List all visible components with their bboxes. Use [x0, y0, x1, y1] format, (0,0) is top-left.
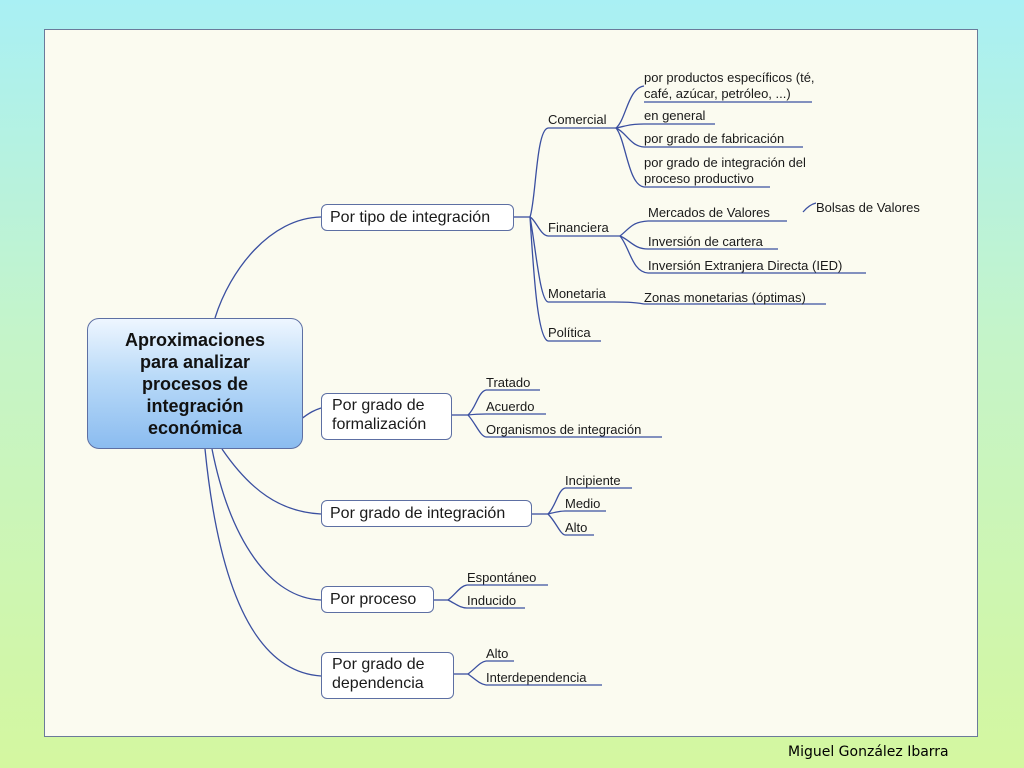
topic-tratado[interactable]: Tratado — [486, 375, 531, 390]
node-por-grado-de-formalizacion[interactable]: Por grado de formalización — [321, 393, 452, 440]
node-label: Por grado de dependencia — [332, 656, 425, 692]
node-label: Por grado de formalización — [332, 397, 427, 433]
topic-organismos-de-integracion[interactable]: Organismos de integración — [486, 422, 642, 437]
topic-acuerdo[interactable]: Acuerdo — [486, 399, 535, 414]
topic-inversion-de-cartera[interactable]: Inversión de cartera — [648, 234, 763, 249]
topic-comercial[interactable]: Comercial — [548, 112, 607, 127]
author-credit: Miguel González Ibarra — [788, 744, 949, 760]
topic-interdependencia[interactable]: Interdependencia — [486, 670, 587, 685]
node-label: Por grado de integración — [330, 505, 506, 522]
topic-alto-dependencia[interactable]: Alto — [486, 646, 509, 661]
topic-productos-especificos[interactable]: por productos específicos (té, café, azú… — [644, 70, 815, 101]
topic-grado-fabricacion[interactable]: por grado de fabricación — [644, 131, 785, 146]
node-label: Por tipo de integración — [330, 209, 491, 226]
node-por-tipo-de-integracion[interactable]: Por tipo de integración — [321, 204, 514, 231]
topic-en-general[interactable]: en general — [644, 108, 706, 123]
topic-ied[interactable]: Inversión Extranjera Directa (IED) — [648, 258, 843, 273]
topic-bolsas-de-valores[interactable]: Bolsas de Valores — [816, 200, 920, 215]
topic-medio[interactable]: Medio — [565, 496, 601, 511]
topic-incipiente[interactable]: Incipiente — [565, 473, 621, 488]
node-label: Por proceso — [330, 591, 417, 608]
node-por-proceso[interactable]: Por proceso — [321, 586, 434, 613]
node-por-grado-de-dependencia[interactable]: Por grado de dependencia — [321, 652, 454, 699]
topic-alto-integracion[interactable]: Alto — [565, 520, 588, 535]
topic-zonas-monetarias[interactable]: Zonas monetarias (óptimas) — [644, 290, 806, 305]
topic-politica[interactable]: Política — [548, 325, 591, 340]
topic-financiera[interactable]: Financiera — [548, 220, 609, 235]
topic-monetaria[interactable]: Monetaria — [548, 286, 606, 301]
topic-inducido[interactable]: Inducido — [467, 593, 517, 608]
topic-grado-integracion-proceso[interactable]: por grado de integración del proceso pro… — [644, 155, 806, 186]
topic-mercados-de-valores[interactable]: Mercados de Valores — [648, 205, 770, 220]
node-por-grado-de-integracion[interactable]: Por grado de integración — [321, 500, 532, 527]
topic-espontaneo[interactable]: Espontáneo — [467, 570, 537, 585]
central-topic-label: Aproximaciones para analizar procesos de… — [124, 329, 266, 438]
central-topic[interactable]: Aproximaciones para analizar procesos de… — [87, 318, 303, 449]
